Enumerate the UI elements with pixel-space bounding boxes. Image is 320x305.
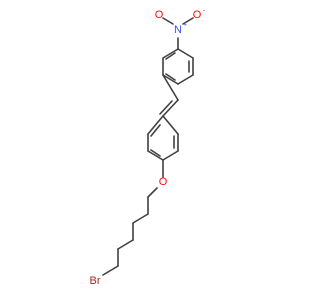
nitro-group-bonds	[162, 17, 194, 50]
nitro-oxygen-right-label: O	[193, 9, 202, 21]
vinylene-linker	[159, 74, 179, 117]
molecule-structure: N + O O - O Br	[90, 8, 206, 288]
bromine-label: Br	[90, 275, 101, 287]
nitro-oxygen-left-label: O	[155, 9, 164, 21]
atom-nitro-oxygen-left: O	[155, 9, 164, 21]
ether-oxygen-label: O	[159, 176, 168, 188]
molecule-structure-canvas: N + O O - O Br	[90, 8, 206, 288]
nitrogen-label: N	[174, 24, 182, 36]
nitrophenyl-ring	[162, 48, 194, 85]
atom-nitrogen: N +	[174, 22, 187, 37]
nitrogen-charge: +	[183, 22, 187, 29]
phenoxy-ring	[147, 115, 179, 161]
bromohexyl-chain	[102, 159, 164, 276]
atom-nitro-oxygen-right: O -	[193, 8, 206, 22]
atom-bromine: Br	[90, 275, 101, 287]
nitro-oxygen-right-charge: -	[203, 8, 206, 15]
atom-ether-oxygen: O	[159, 176, 168, 188]
